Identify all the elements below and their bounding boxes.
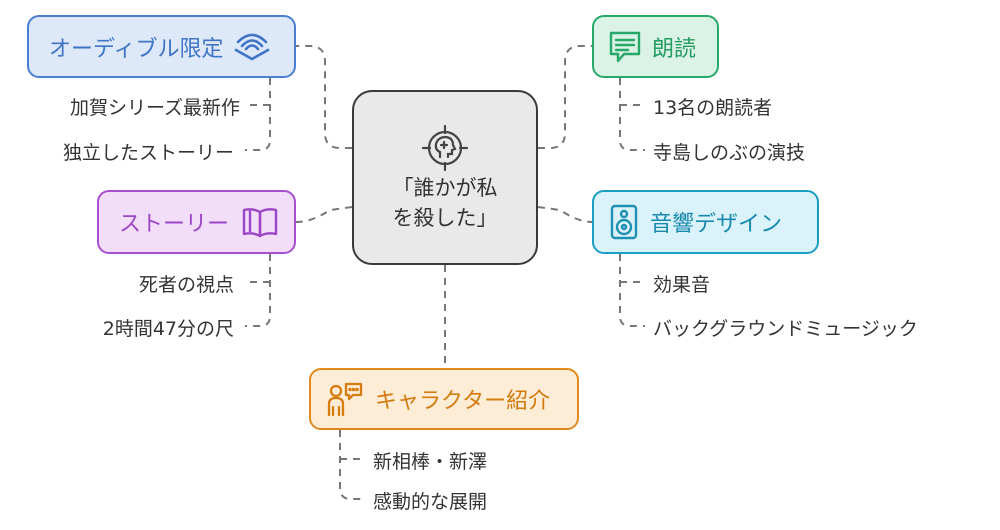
characters-node[interactable]: キャラクター紹介 [309,368,579,430]
story-label: ストーリー [119,212,230,237]
center-title-line2: を殺した」 [392,205,498,230]
characters-item-1: 新相棒・新澤 [373,451,488,473]
audible-item-1: 加賀シリーズ最新作 [69,97,240,119]
characters-label: キャラクター紹介 [375,389,551,414]
center-topic-node[interactable]: 「誰かが私 を殺した」 [352,90,538,265]
sound-item-2: バックグラウンドミュージック [653,318,918,340]
head-target-icon [421,124,469,171]
reading-label: 朗読 [652,36,697,62]
speaker-icon [610,204,638,240]
reading-item-2: 寺島しのぶの演技 [653,142,806,164]
audible-item-2: 独立したストーリー [62,142,234,164]
sound-label: 音響デザイン [650,212,783,237]
reading-node[interactable]: 朗読 [592,15,719,78]
story-node[interactable]: ストーリー [97,190,296,254]
sound-item-1: 効果音 [653,274,711,296]
sound-node[interactable]: 音響デザイン [592,190,819,254]
audible-label: オーディブル限定 [49,36,224,62]
story-item-2: 2時間47分の尺 [102,318,234,340]
reading-item-1: 13名の朗読者 [653,97,773,119]
center-title-line1: 「誰かが私 [392,175,498,200]
audible-logo-icon [233,32,271,62]
speech-document-icon [608,30,642,64]
characters-item-2: 感動的な展開 [373,491,488,513]
open-book-icon [241,206,279,238]
story-item-1: 死者の視点 [138,274,234,296]
person-chat-icon [325,381,363,417]
audible-node[interactable]: オーディブル限定 [27,15,296,78]
